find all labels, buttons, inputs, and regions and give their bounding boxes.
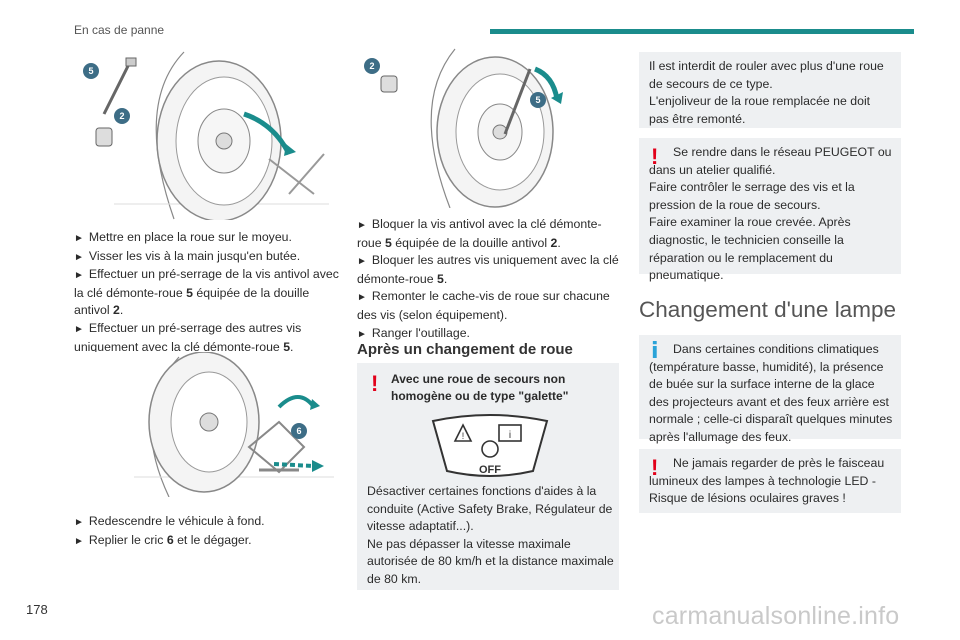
figure-wheel-mounting: 5 2 xyxy=(74,44,336,222)
step-text: Bloquer la vis antivol avec la clé démon… xyxy=(357,216,619,252)
warning-body: Ne jamais regarder de près le faisceau l… xyxy=(649,456,885,506)
step-text: Effectuer un pré-serrage des autres vis … xyxy=(74,320,339,356)
section-heading: Après un changement de roue xyxy=(357,341,573,358)
galette-indicator-icon: ! i OFF xyxy=(431,414,549,477)
step-text: Effectuer un pré-serrage de la vis antiv… xyxy=(74,266,339,320)
steps-wheel-locking: Bloquer la vis antivol avec la clé démon… xyxy=(357,216,619,343)
warning-box-spare-wheel: ! Avec une roue de secours non homogène … xyxy=(357,363,619,590)
jack-lowering-illustration: 6 xyxy=(134,351,334,498)
step-text: Bloquer les autres vis uniquement avec l… xyxy=(357,252,619,288)
callout-6: 6 xyxy=(291,423,307,439)
step-text: Ranger l'outillage. xyxy=(357,325,619,344)
watermark: carmanualsonline.info xyxy=(652,602,900,630)
warning-box-led: ! Ne jamais regarder de près le faisceau… xyxy=(639,449,901,513)
callout-5: 5 xyxy=(83,63,99,79)
callout-2: 2 xyxy=(114,108,130,124)
running-header: En cas de panne xyxy=(74,23,165,37)
step-text: Visser les vis à la main jusqu'en butée. xyxy=(74,248,339,267)
figure-jack-lowering: 6 xyxy=(74,351,336,498)
svg-text:2: 2 xyxy=(119,111,124,121)
off-label: OFF xyxy=(479,464,501,476)
header-accent-bar xyxy=(490,29,914,34)
step-text: Remonter le cache-vis de roue sur chacun… xyxy=(357,288,619,324)
svg-text:6: 6 xyxy=(296,426,301,436)
step-text: Mettre en place la roue sur le moyeu. xyxy=(74,229,339,248)
figure-wheel-locking: 2 5 xyxy=(355,44,617,209)
warning-title: Avec une roue de secours non homogène ou… xyxy=(391,372,569,403)
svg-text:!: ! xyxy=(462,431,465,441)
info-box-condensation: i Dans certaines conditions climatiques … xyxy=(639,335,901,444)
note-box-spare-rule: Il est interdit de rouler avec plus d'un… xyxy=(639,52,901,128)
info-icon: i xyxy=(651,339,659,364)
svg-text:5: 5 xyxy=(88,66,93,76)
warning-icon: ! xyxy=(651,455,659,480)
svg-text:5: 5 xyxy=(535,95,540,105)
callout-2: 2 xyxy=(364,58,380,74)
wheel-mounting-illustration: 5 2 xyxy=(83,51,329,222)
warning-icon: ! xyxy=(371,371,379,396)
svg-text:i: i xyxy=(509,430,511,441)
info-body: Dans certaines conditions climatiques (t… xyxy=(649,342,893,444)
warning-body: Se rendre dans le réseau PEUGEOT ou dans… xyxy=(649,145,892,283)
warning-icon: ! xyxy=(651,144,659,169)
steps-jack-lowering: Redescendre le véhicule à fond. Replier … xyxy=(74,513,339,550)
wheel-locking-illustration: 2 5 xyxy=(364,48,563,209)
svg-text:2: 2 xyxy=(369,61,374,71)
steps-wheel-mounting: Mettre en place la roue sur le moyeu. Vi… xyxy=(74,229,339,356)
page-number: 178 xyxy=(26,602,48,617)
step-text: Replier le cric 6 et le dégager. xyxy=(74,532,339,551)
section-title: Changement d'une lampe xyxy=(639,297,896,322)
callout-5: 5 xyxy=(530,92,546,108)
step-text: Redescendre le véhicule à fond. xyxy=(74,513,339,532)
warning-box-dealer: ! Se rendre dans le réseau PEUGEOT ou da… xyxy=(639,138,901,282)
warning-body: Désactiver certaines fonctions d'aides à… xyxy=(367,484,614,586)
